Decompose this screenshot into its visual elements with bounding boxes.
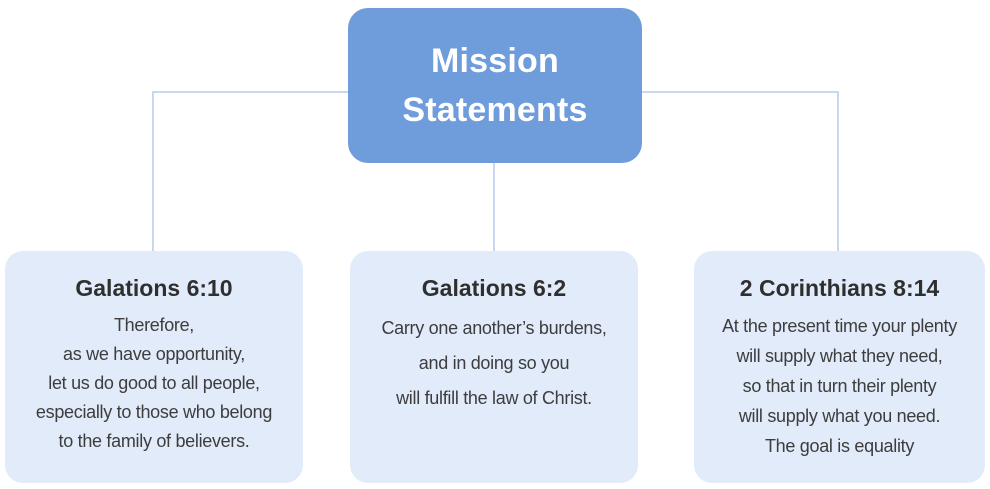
root-node-title: Mission Statements xyxy=(402,41,588,129)
leaf-node-title: Galations 6:10 xyxy=(75,275,233,301)
connector-vertical-middle xyxy=(493,160,495,251)
leaf-node-title: 2 Corinthians 8:14 xyxy=(739,275,940,301)
leaf-node-body: At the present time your plenty will sup… xyxy=(722,316,957,456)
connector-vertical-right xyxy=(837,91,839,251)
root-node: Mission Statements xyxy=(348,8,642,163)
leaf-node-galations-6-2: Galations 6:2 Carry one another’s burden… xyxy=(350,251,638,483)
leaf-node-title: Galations 6:2 xyxy=(421,275,567,301)
leaf-node-2-corinthians-8-14: 2 Corinthians 8:14 At the present time y… xyxy=(694,251,985,483)
connector-vertical-left xyxy=(152,91,154,251)
leaf-node-galations-6-10: Galations 6:10 Therefore, as we have opp… xyxy=(5,251,303,483)
leaf-node-body: Carry one another’s burdens, and in doin… xyxy=(381,318,607,408)
leaf-node-body: Therefore, as we have opportunity, let u… xyxy=(35,315,273,451)
